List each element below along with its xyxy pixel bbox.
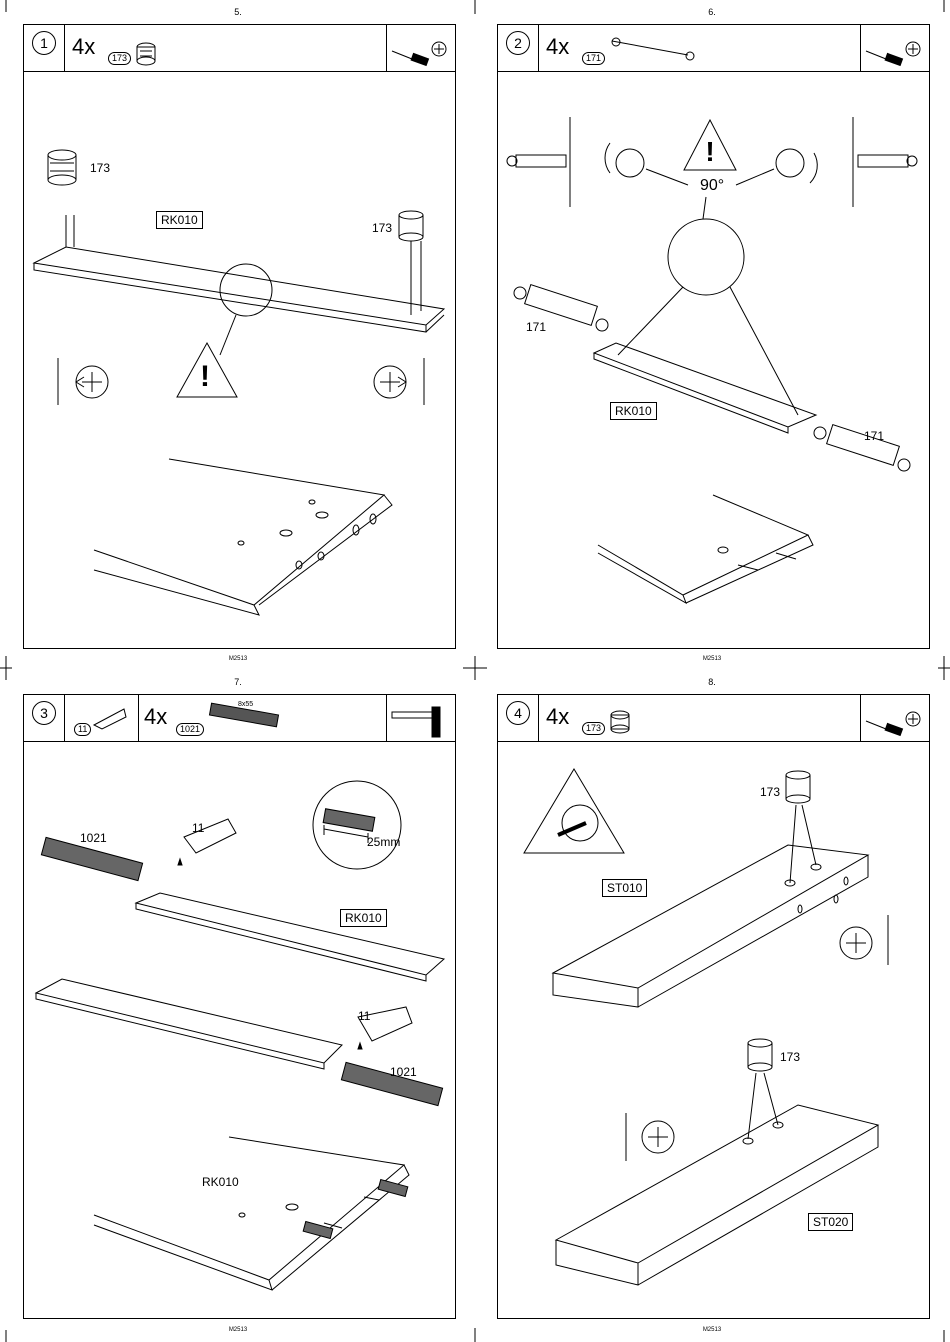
board-label: ST010 <box>602 879 647 897</box>
illustration-step-1: ! <box>24 25 455 648</box>
part-label: 173 <box>780 1050 800 1064</box>
part-label: 173 <box>372 221 392 235</box>
board-label: ST020 <box>808 1213 853 1231</box>
svg-text:!: ! <box>705 136 714 167</box>
part-label: 173 <box>90 161 110 175</box>
depth-label: 25mm <box>367 835 400 849</box>
board-label: RK010 <box>156 211 203 229</box>
glue-label: 11 <box>358 1009 370 1023</box>
part-label: 171 <box>526 320 546 334</box>
instruction-panel-step-2: 2 4x 171 <box>497 24 930 649</box>
illustration-step-2: ! <box>498 25 929 648</box>
illustration-step-3 <box>24 695 455 1318</box>
illustration-step-4 <box>498 695 929 1318</box>
instruction-panel-step-1: 1 4x 173 <box>23 24 456 649</box>
part-label: 173 <box>760 785 780 799</box>
board-label: RK010 <box>202 1175 239 1189</box>
dowel-label: 1021 <box>80 831 107 845</box>
svg-text:!: ! <box>200 360 210 393</box>
angle-label: 90° <box>698 177 726 195</box>
instruction-panel-step-4: 4 4x 173 173 <box>497 694 930 1319</box>
board-label: RK010 <box>340 909 387 927</box>
part-label: 171 <box>864 429 884 443</box>
dowel-label: 1021 <box>390 1065 417 1079</box>
glue-label: 11 <box>192 821 204 835</box>
board-label: RK010 <box>610 402 657 420</box>
instruction-panel-step-3: 3 11 4x 1021 8x55 <box>23 694 456 1319</box>
